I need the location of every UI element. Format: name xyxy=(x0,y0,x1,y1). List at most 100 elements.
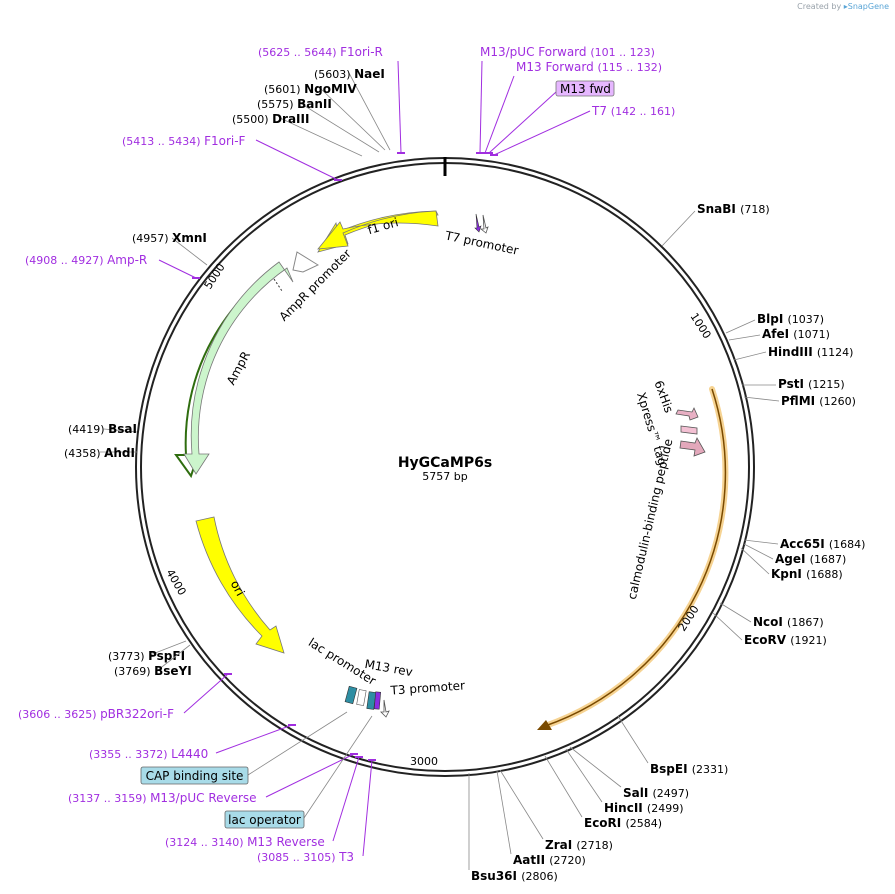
site-name: SalI xyxy=(623,786,653,800)
site-position: (2497) xyxy=(653,787,690,800)
site-label[interactable]: (5603) NaeI xyxy=(314,67,385,81)
site-label[interactable]: PstI (1215) xyxy=(778,377,845,391)
site-label[interactable]: AgeI (1687) xyxy=(775,552,846,566)
primer-leader xyxy=(183,673,229,714)
site-label[interactable]: ZraI (2718) xyxy=(545,838,613,852)
primer-name: F1ori-R xyxy=(340,45,383,59)
6xhis-arrow[interactable] xyxy=(675,407,699,421)
ampr-promoter-arrow[interactable] xyxy=(292,251,320,273)
feature-box[interactable] xyxy=(140,766,249,785)
primer-label[interactable]: (5625 .. 5644) F1ori-R xyxy=(258,45,383,59)
site-position: (2718) xyxy=(576,839,613,852)
site-leader xyxy=(499,769,544,840)
site-name: PstI xyxy=(778,377,808,391)
site-label[interactable]: Bsu36I (2806) xyxy=(471,869,558,883)
t7-promoter-arrow[interactable] xyxy=(479,214,489,234)
primer-position: (5625 .. 5644) xyxy=(258,46,340,59)
site-name: HincII xyxy=(604,801,647,815)
ampr-arrow[interactable] xyxy=(183,261,294,475)
site-label[interactable]: (3773) PspFI xyxy=(108,649,185,663)
site-name: BseYI xyxy=(154,664,192,678)
primer-group: (5625 .. 5644) F1ori-R (5413 .. 5434) F1o… xyxy=(18,45,675,864)
primer-leader xyxy=(484,75,515,154)
m13-rev-box[interactable] xyxy=(373,691,382,710)
xpress-tag-arrow[interactable] xyxy=(680,425,698,435)
primer-position: (3124 .. 3140) xyxy=(165,836,247,849)
site-label[interactable]: KpnI (1688) xyxy=(771,567,843,581)
primer-label[interactable]: T7 (142 .. 161) xyxy=(591,104,675,118)
site-label[interactable]: (4358) AhdI xyxy=(64,446,135,460)
site-label[interactable]: EcoRV (1921) xyxy=(744,633,827,647)
primer-name: T3 xyxy=(338,850,354,864)
site-label[interactable]: SnaBI (718) xyxy=(697,202,770,216)
primer-label[interactable]: M13/pUC Forward (101 .. 123) xyxy=(480,45,655,59)
feature-box[interactable] xyxy=(224,810,305,829)
site-label[interactable]: NcoI (1867) xyxy=(753,615,824,629)
ori-arrow[interactable] xyxy=(195,516,285,654)
site-label[interactable]: AatII (2720) xyxy=(513,853,586,867)
site-position: (2720) xyxy=(549,854,586,867)
primer-label[interactable]: (3137 .. 3159) M13/pUC Reverse xyxy=(68,791,257,805)
primer-label[interactable]: M13 Forward (115 .. 132) xyxy=(516,60,662,74)
site-label[interactable]: EcoRI (2584) xyxy=(584,816,662,830)
m13-fwd-box[interactable] xyxy=(555,80,615,97)
site-name: AgeI xyxy=(775,552,810,566)
tick-label: 5000 xyxy=(202,261,228,292)
site-label[interactable]: (5601) NgoMIV xyxy=(264,82,357,96)
primer-label[interactable]: (3606 .. 3625) pBR322ori-F xyxy=(18,707,174,721)
site-label[interactable]: (5500) DraIII xyxy=(232,112,309,126)
site-leader xyxy=(719,602,752,623)
site-leader xyxy=(617,715,649,764)
feature-label: T3 promoter xyxy=(389,678,465,697)
site-name: BsaI xyxy=(108,422,137,436)
site-label[interactable]: (3769) BseYI xyxy=(114,664,192,678)
site-name: BlpI xyxy=(757,312,788,326)
site-name: BspEI xyxy=(650,762,692,776)
primer-name: M13/pUC Forward xyxy=(480,45,590,59)
plasmid-size: 5757 bp xyxy=(422,470,467,483)
primer-position: (3355 .. 3372) xyxy=(89,748,171,761)
credit-brand: SnapGene xyxy=(847,2,889,11)
site-label[interactable]: (4957) XmnI xyxy=(132,231,207,245)
site-label[interactable]: BspEI (2331) xyxy=(650,762,728,776)
site-name: XmnI xyxy=(172,231,207,245)
primer-label[interactable]: (4908 .. 4927) Amp-R xyxy=(25,253,147,267)
site-position: (4419) xyxy=(68,423,108,436)
site-label[interactable]: (4419) BsaI xyxy=(68,422,137,436)
site-label[interactable]: AfeI (1071) xyxy=(762,327,830,341)
site-name: HindIII xyxy=(768,345,817,359)
site-leader xyxy=(496,770,512,855)
site-label[interactable]: BlpI (1037) xyxy=(757,312,824,326)
primer-label[interactable]: (3124 .. 3140) M13 Reverse xyxy=(165,835,325,849)
site-label[interactable]: HincII (2499) xyxy=(604,801,684,815)
primer-leader xyxy=(265,753,355,798)
lac-promoter-box[interactable] xyxy=(344,685,358,705)
site-name: Bsu36I xyxy=(471,869,521,883)
primer-leader xyxy=(362,759,373,857)
site-name: ZraI xyxy=(545,838,576,852)
site-position: (718) xyxy=(740,203,770,216)
site-position: (1684) xyxy=(829,538,866,551)
site-leader xyxy=(299,102,380,153)
site-position: (1071) xyxy=(793,328,830,341)
site-label[interactable]: HindIII (1124) xyxy=(768,345,853,359)
site-label[interactable]: Acc65I (1684) xyxy=(780,537,865,551)
t3-promoter-arrow[interactable] xyxy=(380,699,390,718)
primer-label[interactable]: (3355 .. 3372) L4440 xyxy=(89,747,208,761)
site-label[interactable]: SalI (2497) xyxy=(623,786,689,800)
site-name: NcoI xyxy=(753,615,787,629)
primer-position: (115 .. 132) xyxy=(598,61,663,74)
primer-leader xyxy=(488,91,557,154)
primer-name: M13 Reverse xyxy=(247,835,325,849)
site-label[interactable]: (5575) BanII xyxy=(257,97,332,111)
site-position: (4358) xyxy=(64,447,104,460)
site-name: EcoRV xyxy=(744,633,790,647)
site-position: (3769) xyxy=(114,665,154,678)
primer-label[interactable]: (3085 .. 3105) T3 xyxy=(257,850,354,864)
cbp-arrow[interactable] xyxy=(544,388,727,727)
site-label[interactable]: PflMI (1260) xyxy=(781,394,856,408)
cap-binding-box xyxy=(356,689,367,706)
site-leader xyxy=(733,351,767,361)
primer-label[interactable]: (5413 .. 5434) F1ori-F xyxy=(122,134,246,148)
